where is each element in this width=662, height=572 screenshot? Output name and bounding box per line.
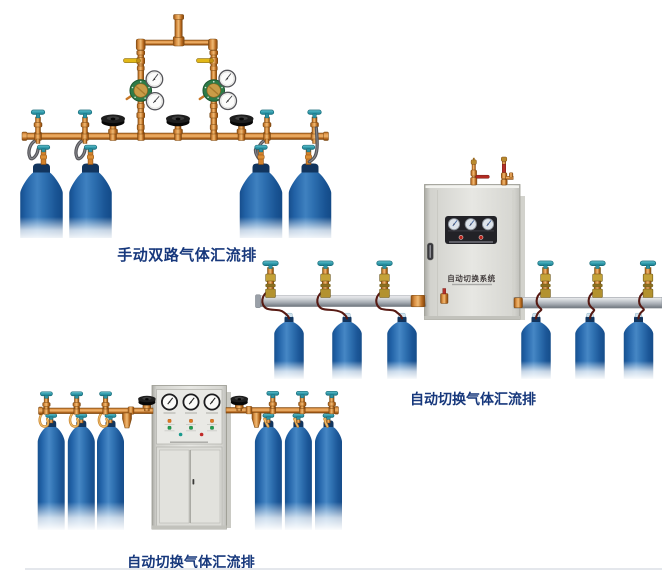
svg-text:自动切换系统: 自动切换系统 <box>447 273 496 283</box>
